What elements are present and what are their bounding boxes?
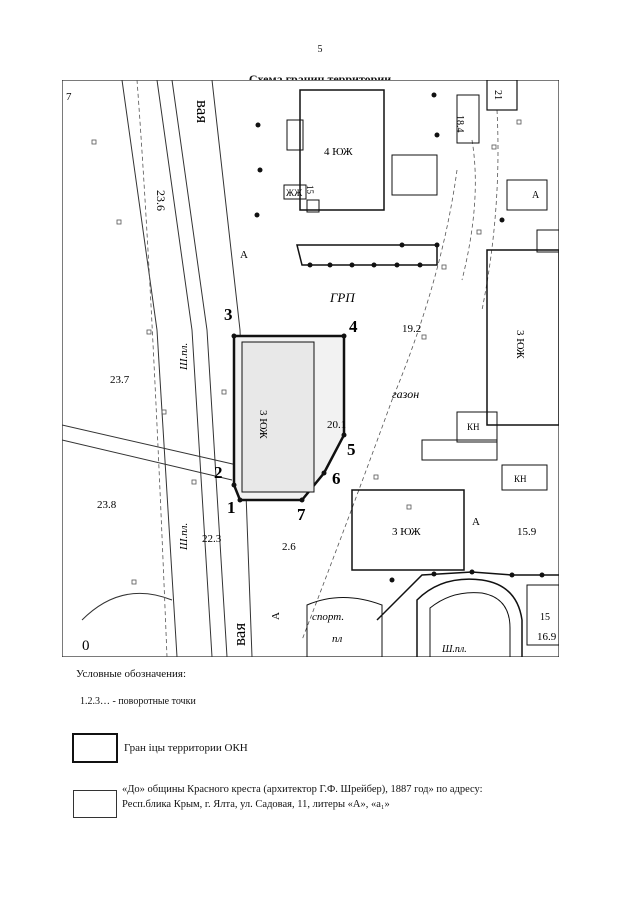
- turning-point-labels: 1 2 3 4 5 6 7: [214, 305, 358, 524]
- svg-text:18.4: 18.4: [454, 115, 465, 133]
- svg-text:А: А: [532, 190, 540, 201]
- page-number: 5: [317, 44, 323, 55]
- elevation-marks: 23.7 23.8 22.3 19.2 20.1 15.9 2.6 16.9: [97, 323, 557, 643]
- label-4ug: 4 ЮЖ: [324, 146, 353, 158]
- svg-text:3 ЮЖ: 3 ЮЖ: [514, 330, 526, 359]
- svg-text:16.9: 16.9: [537, 631, 557, 643]
- svg-text:20.1: 20.1: [327, 419, 346, 431]
- legend-heading: Условные обозначения:: [76, 668, 187, 680]
- svg-text:А: А: [240, 249, 248, 261]
- svg-text:КН: КН: [514, 474, 527, 484]
- svg-text:7: 7: [66, 91, 72, 103]
- misc-labels: А А 15 7 0 15: [66, 91, 550, 654]
- point-label-6: 6: [332, 469, 341, 488]
- svg-text:вая: вая: [193, 100, 212, 123]
- svg-text:вая: вая: [230, 623, 249, 646]
- fence-dots: [254, 92, 545, 583]
- building-south-3ug: [351, 489, 465, 571]
- point-label-1: 1: [227, 498, 236, 517]
- point-label-5: 5: [347, 440, 356, 459]
- svg-text:газон: газон: [392, 387, 419, 401]
- svg-text:ЖЖ: ЖЖ: [286, 188, 303, 198]
- point-label-7: 7: [297, 505, 306, 524]
- point-label-3: 3: [224, 305, 233, 324]
- turning-point-markers: [231, 333, 347, 503]
- svg-text:ГРП: ГРП: [329, 290, 356, 305]
- point-label-2: 2: [214, 463, 223, 482]
- svg-text:2.6: 2.6: [282, 541, 296, 553]
- legend-label-object: «До» общины Красного креста (архитектор …: [122, 782, 562, 812]
- svg-text:А: А: [270, 612, 282, 620]
- legend-swatch-boundary: [72, 733, 118, 763]
- building-east-3ug: [486, 249, 559, 426]
- svg-text:21: 21: [492, 90, 503, 100]
- svg-text:КН: КН: [467, 422, 480, 432]
- building-small-1: [286, 119, 304, 151]
- svg-text:пл: пл: [332, 633, 343, 645]
- svg-text:23.8: 23.8: [97, 499, 117, 511]
- legend-object-line-1: «До» общины Красного креста (архитектор …: [122, 784, 483, 795]
- svg-text:Ш.пл.: Ш.пл.: [178, 523, 190, 551]
- svg-text:23.7: 23.7: [110, 374, 130, 386]
- svg-text:спорт.: спорт.: [312, 611, 344, 623]
- legend-object-line-2: Респ.блика Крым, г. Ялта, ул. Садовая, 1…: [122, 799, 390, 810]
- territory-boundary: [232, 334, 346, 502]
- svg-text:23.6: 23.6: [154, 190, 168, 211]
- territory-map: 4 ЮЖ ЖЖ 21 18.4 А 3 ЮЖ ГРП 3 ЮЖ 1: [62, 80, 559, 657]
- svg-text:Ш.пл.: Ш.пл.: [441, 644, 467, 655]
- svg-text:15.9: 15.9: [517, 526, 537, 538]
- svg-text:15: 15: [540, 612, 550, 623]
- svg-text:15: 15: [305, 185, 315, 195]
- svg-text:Ш.пл.: Ш.пл.: [178, 343, 190, 371]
- point-label-4: 4: [349, 317, 358, 336]
- svg-text:А: А: [472, 516, 480, 528]
- svg-text:3 ЮЖ: 3 ЮЖ: [392, 526, 421, 538]
- label-main-3ug: 3 ЮЖ: [257, 410, 269, 439]
- survey-marks: [91, 119, 522, 585]
- svg-text:19.2: 19.2: [402, 323, 421, 335]
- turning-points-note: 1.2.3… - поворотные точки: [80, 696, 196, 707]
- road-lines: [62, 80, 253, 657]
- legend-label-boundary: Гран іцы территории ОКН: [124, 742, 248, 754]
- legend-swatch-object: [73, 790, 117, 818]
- svg-text:22.3: 22.3: [202, 533, 222, 545]
- svg-text:0: 0: [82, 638, 90, 654]
